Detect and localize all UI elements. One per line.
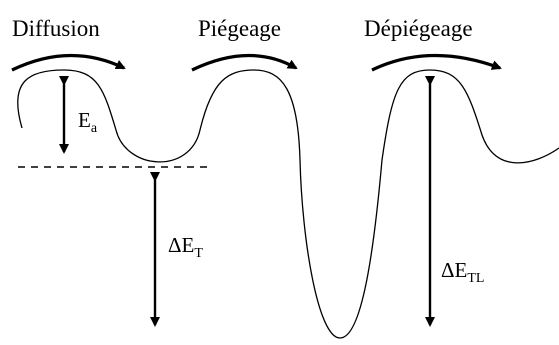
trap-energy-symbol: ΔE bbox=[168, 233, 194, 257]
diffusion-label: Diffusion bbox=[12, 16, 100, 41]
trap-energy-label: ΔET bbox=[168, 233, 203, 261]
detrap-energy-subscript: TL bbox=[467, 271, 484, 286]
activation-energy-subscript: a bbox=[91, 121, 98, 136]
trapping-label: Piégeage bbox=[198, 16, 281, 41]
activation-energy-symbol: E bbox=[78, 108, 91, 132]
detrap-energy-symbol: ΔE bbox=[441, 258, 467, 282]
detrapping-arrow bbox=[371, 53, 502, 72]
trapping-arrow bbox=[191, 53, 298, 72]
detrapping-label: Dépiégeage bbox=[364, 16, 473, 41]
detrap-energy-label: ΔETL bbox=[441, 258, 484, 286]
diffusion-arrow bbox=[11, 53, 126, 72]
potential-energy-curve bbox=[17, 69, 559, 339]
trap-energy-subscript: T bbox=[194, 246, 203, 261]
activation-energy-label: Ea bbox=[78, 108, 98, 136]
